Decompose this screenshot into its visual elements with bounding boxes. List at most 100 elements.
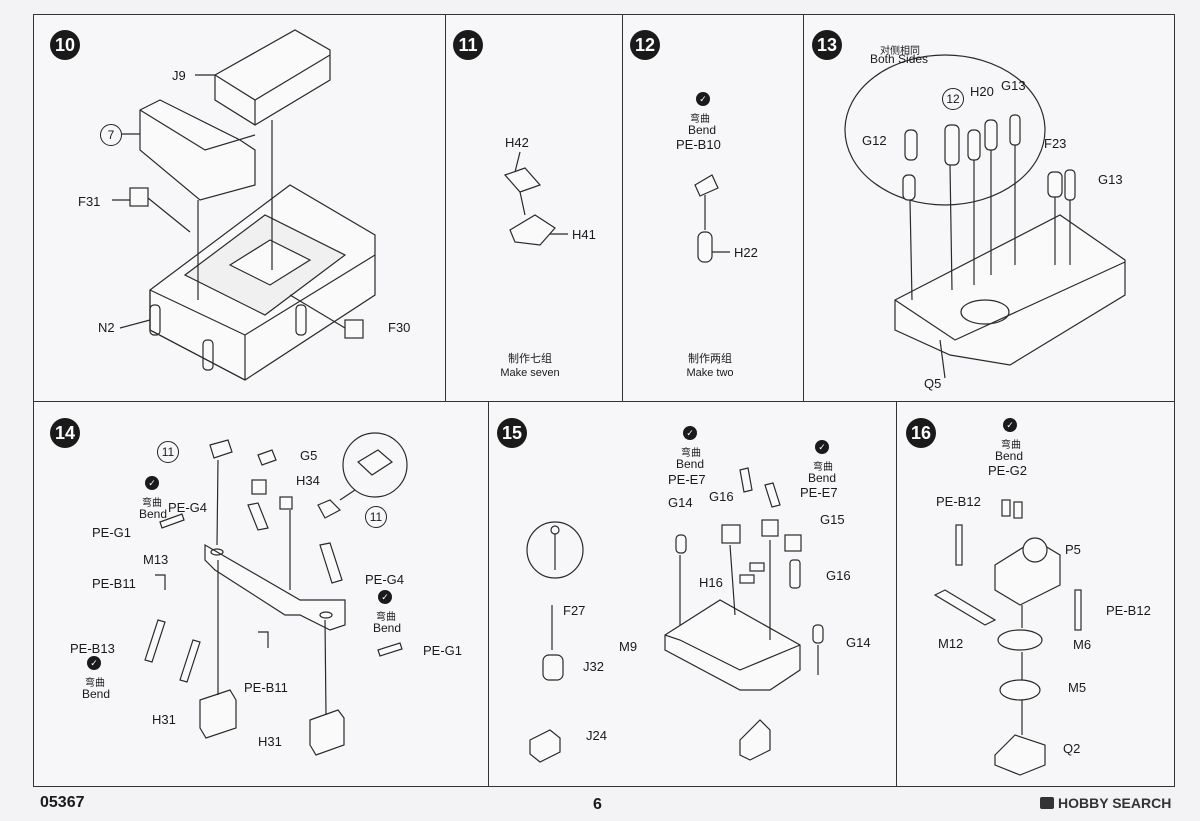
part-label: PE-G2 — [988, 463, 1028, 478]
both-sides-cn: 对侧相同 — [880, 46, 920, 57]
part-label: G5 — [300, 448, 318, 463]
bend-icon: ✓ — [1003, 418, 1017, 432]
part-label: N2 — [98, 320, 115, 335]
bend-cn: 弯曲 — [85, 678, 105, 689]
part-label: J32 — [583, 659, 604, 674]
part-label: H41 — [572, 227, 596, 242]
page-number: 6 — [593, 796, 602, 813]
bend-en: Bend — [688, 123, 717, 137]
bend-cn: 弯曲 — [376, 612, 396, 623]
part-label: H42 — [505, 135, 529, 150]
step-16-number: 16 — [906, 418, 936, 448]
bend-icon: ✓ — [815, 440, 829, 454]
hobby-search-watermark: HOBBY SEARCH — [1040, 795, 1171, 811]
bend-en: Bend — [373, 621, 402, 635]
part-label: PE-E7 — [800, 485, 838, 500]
part-label: M9 — [619, 639, 638, 654]
bend-icon: ✓ — [683, 426, 697, 440]
bend-cn: 弯曲 — [1001, 440, 1021, 451]
part-label: PE-B11 — [92, 576, 136, 591]
part-label: G13 — [1098, 172, 1123, 187]
part-label: PE-B10 — [676, 137, 721, 152]
bend-icon: ✓ — [696, 92, 710, 106]
note-cn: 制作七组 — [508, 353, 552, 365]
bend-cn: 弯曲 — [681, 448, 701, 459]
part-label: M5 — [1068, 680, 1087, 695]
part-label: J9 — [172, 68, 186, 83]
subassembly-ref: 11 — [365, 506, 387, 528]
note-cn: 制作两组 — [688, 353, 732, 365]
part-label: G16 — [709, 489, 734, 504]
bend-icon: ✓ — [145, 476, 159, 490]
part-label: G12 — [862, 133, 887, 148]
part-label: G14 — [846, 635, 871, 650]
watermark-text: HOBBY SEARCH — [1058, 795, 1172, 811]
step-13-hull-drawing — [844, 54, 1126, 379]
part-label: F23 — [1044, 136, 1067, 151]
kit-code: 05367 — [40, 794, 85, 811]
subassembly-ref: 12 — [942, 88, 964, 110]
part-label: PE-E7 — [668, 472, 706, 487]
part-label: F30 — [388, 320, 411, 335]
both-sides-en: Both Sides — [870, 52, 929, 66]
part-label: G16 — [826, 568, 851, 583]
part-label: Q5 — [924, 376, 942, 391]
step-12-number: 12 — [630, 30, 660, 60]
part-label: M12 — [938, 636, 964, 651]
step-10-number: 10 — [50, 30, 80, 60]
part-label: M6 — [1073, 637, 1092, 652]
bend-cn: 弯曲 — [142, 498, 162, 509]
bend-en: Bend — [808, 471, 837, 485]
step-15-number: 15 — [497, 418, 527, 448]
part-label: H31 — [152, 712, 176, 727]
part-label: F31 — [78, 194, 101, 209]
bend-cn: 弯曲 — [690, 114, 710, 125]
part-label: PE-G1 — [92, 525, 132, 540]
step-11-number: 11 — [453, 30, 483, 60]
step-11-part-drawing — [503, 151, 568, 246]
part-label: PE-B13 — [70, 641, 115, 656]
step-15-panel — [488, 401, 897, 787]
note-en: Make seven — [500, 367, 560, 379]
note-en: Make two — [686, 367, 734, 379]
make-count-note: 制作两组 Make two — [655, 352, 765, 380]
part-label: PE-B12 — [936, 494, 981, 509]
part-label: F27 — [563, 603, 586, 618]
step-12-part-drawing — [694, 174, 730, 263]
part-label: PE-B12 — [1106, 603, 1151, 618]
part-label: Q2 — [1063, 741, 1081, 756]
part-label: PE-G1 — [423, 643, 463, 658]
part-label: H34 — [296, 473, 320, 488]
bend-en: Bend — [82, 687, 111, 701]
part-label: J24 — [586, 728, 607, 743]
bend-en: Bend — [995, 449, 1024, 463]
bend-en: Bend — [676, 457, 705, 471]
bend-cn: 弯曲 — [813, 462, 833, 473]
part-label: G15 — [820, 512, 845, 527]
step-14-number: 14 — [50, 418, 80, 448]
part-label: H31 — [258, 734, 282, 749]
watermark-logo-icon — [1040, 797, 1054, 809]
part-label: G14 — [668, 495, 693, 510]
part-label: P5 — [1065, 542, 1081, 557]
part-label: PE-B11 — [244, 680, 288, 695]
subassembly-ref: 7 — [100, 124, 122, 146]
step-10-hull-drawing — [112, 29, 376, 381]
subassembly-ref: 11 — [157, 441, 179, 463]
bend-icon: ✓ — [378, 590, 392, 604]
part-label: G13 — [1001, 78, 1026, 93]
bend-icon: ✓ — [87, 656, 101, 670]
make-count-note: 制作七组 Make seven — [475, 352, 585, 380]
part-label: H20 — [970, 84, 994, 99]
part-label: H16 — [699, 575, 723, 590]
part-label: H22 — [734, 245, 758, 260]
step-16-part-drawing — [933, 499, 1082, 776]
part-label: M13 — [143, 552, 169, 567]
part-label: PE-G4 — [365, 572, 405, 587]
step-15-part-drawing — [526, 467, 824, 763]
step-14-part-drawing — [144, 432, 408, 756]
step-11-panel — [445, 14, 623, 402]
part-label: PE-G4 — [168, 500, 208, 515]
step-13-number: 13 — [812, 30, 842, 60]
